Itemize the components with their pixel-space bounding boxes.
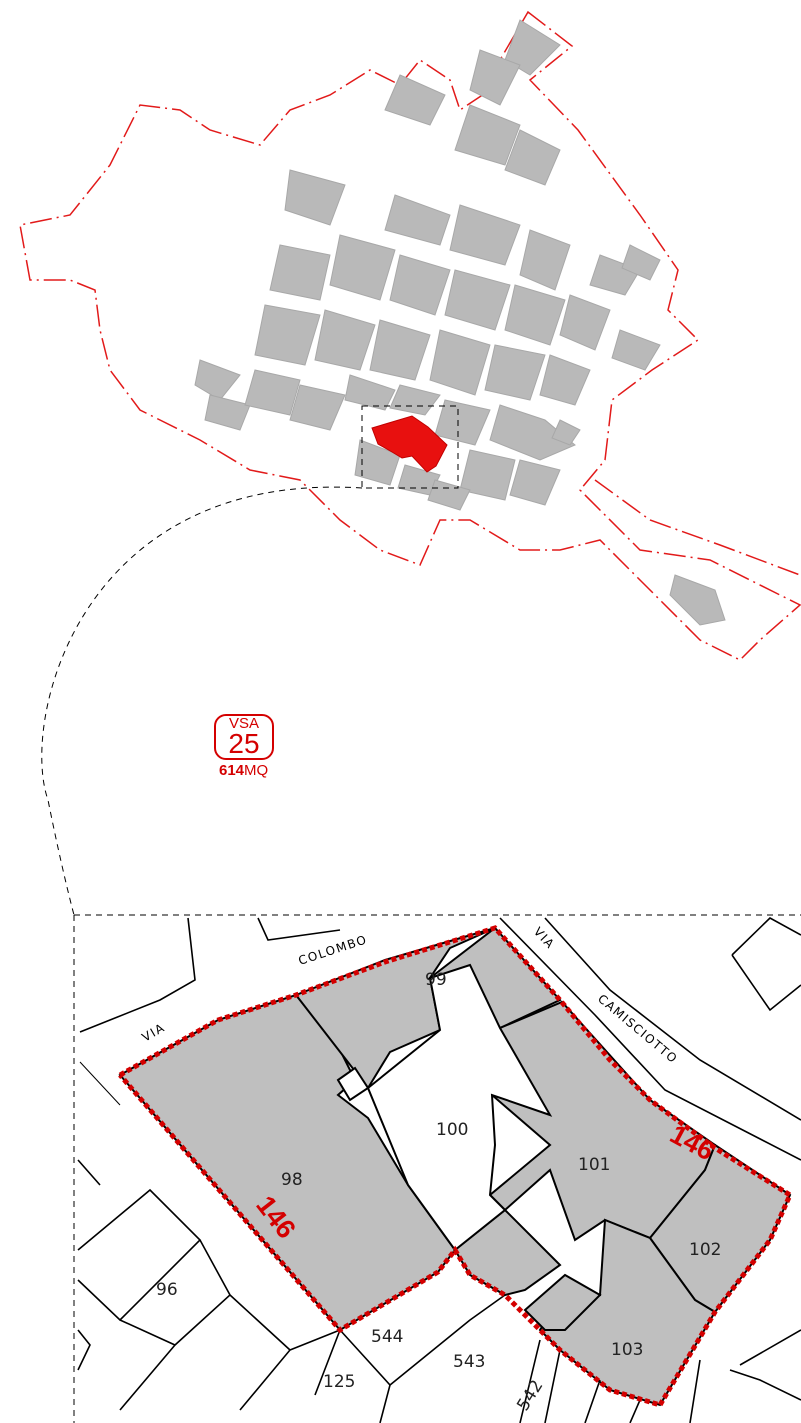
parcel-number: 99	[425, 970, 447, 990]
lot-lines-bottom	[314, 1294, 801, 1423]
detail-map: VIA COLOMBO VIA CAMISCIOTTO 146 146 99 9…	[73, 914, 801, 1423]
building-right	[731, 917, 801, 1012]
parcel-number: 96	[156, 1280, 178, 1300]
parcel-number: 125	[323, 1372, 355, 1392]
parcel-number: 98	[281, 1170, 303, 1190]
street-edge-1	[79, 917, 196, 1033]
zone-area-value: 614	[219, 762, 245, 779]
road-boundary	[594, 479, 801, 576]
parcel-lower-mid	[523, 1273, 602, 1331]
street-label-via-left: VIA	[140, 1020, 168, 1044]
street-edge-4	[544, 917, 801, 1121]
parcel-number: 544	[371, 1327, 403, 1347]
street-label-colombo: COLOMBO	[297, 932, 370, 968]
parcel-number: 542	[513, 1377, 547, 1415]
lot-lines-left	[77, 1159, 341, 1411]
parcel-number: 543	[453, 1352, 485, 1372]
zone-code: VSA	[228, 715, 259, 732]
town-boundary	[19, 10, 801, 661]
street-edge-2	[257, 917, 341, 941]
parcel-number: 102	[689, 1240, 721, 1260]
selection-frame	[361, 405, 459, 489]
highlighted-block	[371, 415, 448, 473]
parcel-number: 103	[611, 1340, 643, 1360]
small-court	[336, 1066, 370, 1102]
street-line-5	[79, 1061, 121, 1106]
zone-area: 614MQ	[219, 762, 268, 779]
parcel-number: 101	[578, 1155, 610, 1175]
zone-badge: VSA 25	[214, 714, 274, 760]
overview-map	[19, 10, 801, 916]
zone-boundary	[118, 925, 794, 1408]
parcel-number: 100	[436, 1120, 468, 1140]
street-edge-3	[499, 917, 801, 1161]
lens-arc	[41, 486, 363, 916]
zone-area-unit: MQ	[244, 762, 269, 779]
buildings	[194, 19, 726, 626]
zone-number: 25	[228, 728, 260, 759]
